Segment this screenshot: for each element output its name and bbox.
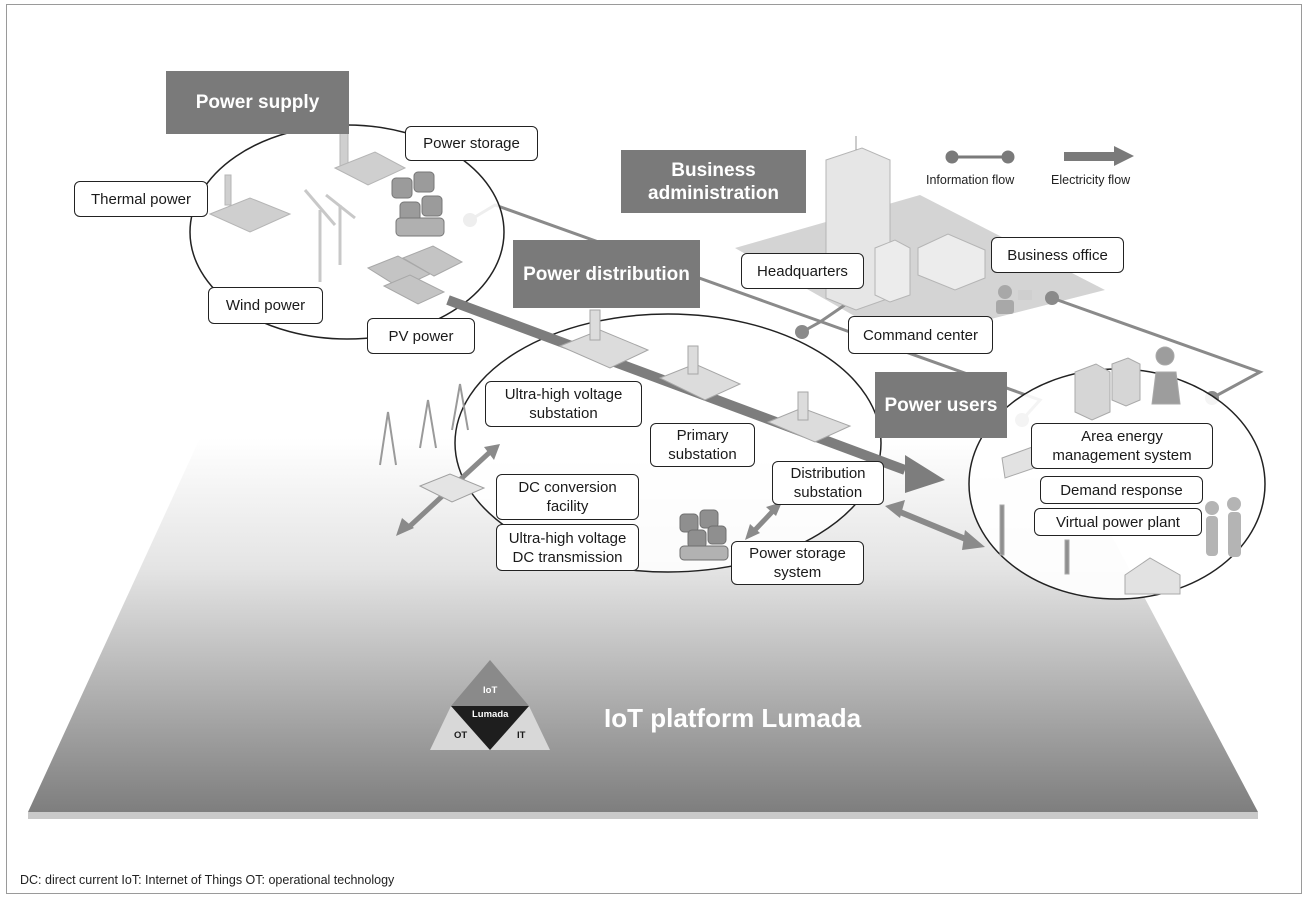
label-thermal-power: Thermal power (74, 181, 208, 217)
operator-illustration (996, 285, 1032, 314)
wind-turbine-illustration (303, 189, 356, 282)
label-virtual-power-plant: Virtual power plant (1034, 508, 1202, 536)
thermal-plant-illustration (208, 129, 407, 233)
triangle-label-ot: OT (454, 730, 468, 741)
info-node (1045, 291, 1059, 305)
info-node (795, 325, 809, 339)
label-distribution-substation: Distribution substation (772, 461, 884, 505)
label-power-storage: Power storage (405, 126, 538, 161)
electricity-main-arrowhead (905, 455, 945, 493)
pv-panel-illustration (366, 245, 464, 305)
label-wind-power: Wind power (208, 287, 323, 324)
header-power-users: Power users (875, 372, 1007, 438)
family-illustration (1205, 497, 1241, 557)
triangle-label-lumada: Lumada (472, 709, 509, 720)
footnote: DC: direct current IoT: Internet of Thin… (20, 873, 395, 887)
storage-battery-illustration (679, 509, 729, 561)
header-power-distribution: Power distribution (513, 240, 700, 308)
legend-information-flow: Information flow (926, 173, 1015, 187)
office-buildings (874, 233, 986, 303)
electricity-bidirectional-storage (745, 502, 782, 540)
triangle-label-it: IT (517, 730, 526, 741)
label-command-center: Command center (848, 316, 993, 354)
label-power-storage-system: Power storage system (731, 541, 864, 585)
label-ultra-high-voltage-substation: Ultra-high voltage substation (485, 381, 642, 427)
triangle-it (490, 706, 550, 750)
house-illustration (999, 445, 1181, 595)
label-demand-response: Demand response (1040, 476, 1203, 504)
figure-frame (6, 4, 1302, 894)
header-power-supply: Power supply (166, 71, 349, 134)
legend-information-flow-symbol (945, 150, 1015, 164)
label-dc-conversion-facility: DC conversion facility (496, 474, 639, 520)
label-business-office: Business office (991, 237, 1124, 273)
platform-title: IoT platform Lumada (604, 703, 862, 733)
info-line-office (1051, 296, 1264, 400)
label-area-energy-management-system: Area energy management system (1031, 423, 1213, 469)
users-buildings-illustration (1074, 346, 1181, 421)
dc-converter-illustration (418, 473, 486, 503)
label-pv-power: PV power (367, 318, 475, 354)
substation-illustration (558, 309, 852, 443)
transmission-tower-illustration (379, 383, 469, 466)
triangle-label-iot: IoT (483, 685, 498, 696)
label-ultra-high-voltage-dc-transmission: Ultra-high voltage DC transmission (496, 524, 639, 571)
legend-electricity-flow: Electricity flow (1051, 173, 1131, 187)
platform-edge (28, 812, 1258, 819)
electricity-bidirectional-users (885, 500, 985, 550)
triangle-iot (451, 660, 529, 706)
triangle-lumada (451, 706, 529, 750)
label-headquarters: Headquarters (741, 253, 864, 289)
label-primary-substation: Primary substation (650, 423, 755, 467)
triangle-ot (430, 706, 490, 750)
header-business-administration: Business administration (621, 150, 806, 213)
battery-stack-illustration (391, 171, 445, 237)
legend-electricity-flow-symbol (1064, 146, 1134, 166)
